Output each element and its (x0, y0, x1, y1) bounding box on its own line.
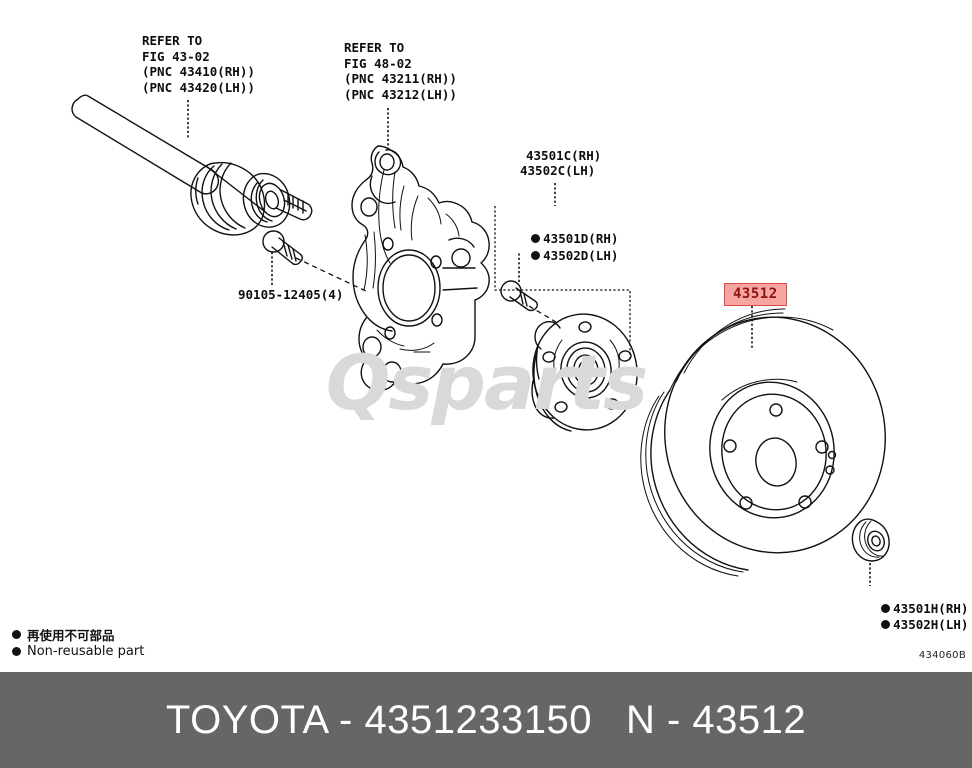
non-reusable-dot-icon (12, 630, 21, 639)
callout-hub-bolt-lh: 43502D(LH) (486, 232, 618, 280)
hub-bolt-illustration (500, 280, 538, 312)
footer-brand-part: TOYOTA - 4351233150 (165, 697, 592, 742)
footer-text: TOYOTA - 4351233150 N - 43512 (166, 698, 806, 743)
leader-lines (187, 100, 871, 586)
callout-knuckle-reference: REFER TO FIG 48-02 (PNC 43211(RH)) (PNC … (344, 40, 457, 102)
diagram-canvas: Qsparts REFER TO FIG 43-02 (PNC 43410(RH… (12, 33, 969, 661)
callout-hub-bolt-rh: 43501D(RH) (486, 215, 618, 263)
footer-bar: TOYOTA - 4351233150 N - 43512 (0, 672, 972, 768)
hub-nut-illustration (851, 518, 890, 562)
callout-nut-lh-label: 43502H(LH) (893, 617, 969, 632)
diagram-code: 434060B (918, 650, 966, 661)
legend-japanese-label: 再使用不可部品 (27, 628, 115, 643)
drive-shaft-illustration (71, 94, 313, 236)
leader-knuckle-bolt-dash (295, 257, 369, 293)
non-reusable-dot-icon (881, 604, 891, 613)
diagram-artwork (71, 94, 890, 577)
callout-nut-lh: 43502H(LH) (836, 601, 968, 649)
non-reusable-dot-icon (531, 251, 541, 260)
steering-knuckle-illustration (351, 145, 490, 392)
wheel-hub-illustration (531, 313, 638, 432)
legend-english-label: Non-reusable part (27, 644, 145, 659)
callout-hub-rh: 43501C(RH) (526, 148, 602, 163)
callout-nut-rh: 43501H(RH) (836, 585, 968, 633)
leader-hub-bracket (494, 206, 631, 360)
callout-driveshaft-reference: REFER TO FIG 43-02 (PNC 43410(RH)) (PNC … (142, 33, 255, 95)
legend: 再使用不可部品 Non-reusable part (12, 626, 144, 660)
knuckle-bolt-illustration (262, 230, 303, 266)
brake-disc-illustration (640, 308, 886, 577)
callout-knuckle-bolt: 90105-12405(4) (238, 287, 344, 302)
callout-hub-bolt-rh-label: 43501D(RH) (543, 231, 619, 246)
footer-code: N - 43512 (625, 697, 807, 742)
legend-row-japanese: 再使用不可部品 (12, 626, 144, 643)
legend-row-english: Non-reusable part (12, 643, 144, 660)
callout-hub-lh: 43502C(LH) (520, 163, 596, 178)
non-reusable-dot-icon (531, 234, 541, 243)
non-reusable-dot-icon (12, 647, 21, 656)
callout-hub-bolt-lh-label: 43502D(LH) (543, 248, 619, 263)
callout-nut-rh-label: 43501H(RH) (893, 601, 969, 616)
non-reusable-dot-icon (881, 620, 891, 629)
highlighted-part-badge[interactable]: 43512 (724, 283, 787, 306)
leader-hub-bolt (528, 305, 557, 323)
